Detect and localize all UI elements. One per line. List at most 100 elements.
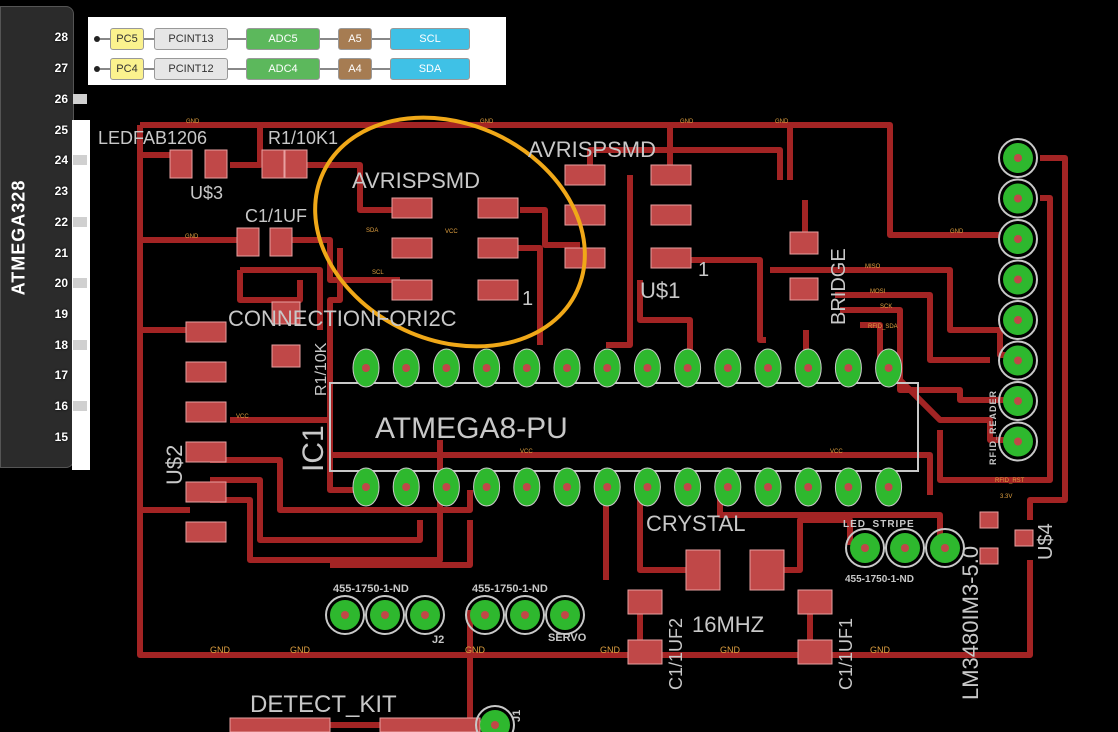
smd-pad: [391, 237, 433, 259]
label-u3: U$3: [190, 183, 223, 203]
through-hole-pad: [475, 705, 515, 732]
label-c1-1uf: C1/1UF: [245, 206, 307, 226]
through-hole-pad: [633, 467, 661, 507]
label-connectionfori2c: CONNECTIONFORI2C: [228, 306, 457, 331]
pin-stub: [73, 247, 87, 258]
net-label-rfid-sda: RFID_SDA: [868, 324, 898, 330]
pin-number-16: 16: [54, 399, 68, 413]
through-hole-pad: [998, 300, 1038, 340]
through-hole-pad: [998, 219, 1038, 259]
pin-number-23: 23: [54, 184, 68, 199]
label-ledfab1206: LEDFAB1206: [98, 128, 207, 148]
net-label-gnd: GND: [480, 119, 494, 125]
tag-port: PC4: [110, 58, 144, 80]
smd-pad: [1014, 529, 1034, 547]
smd-pad: [650, 164, 692, 186]
smd-pad: [236, 227, 260, 257]
net-label-scl: SCL: [372, 270, 384, 276]
smd-pad: [477, 237, 519, 259]
net-label-rfid-rst: RFID_RST: [995, 478, 1025, 484]
smd-pad: [789, 277, 819, 301]
label-u4: U$4: [1035, 523, 1057, 560]
label-lm3480: LM3480IM3-5.0: [958, 546, 983, 700]
smd-pad: [650, 247, 692, 269]
net-label-gnd: GND: [720, 645, 741, 655]
through-hole-pad: [473, 348, 501, 388]
pin-stub: [73, 431, 87, 442]
through-hole-pad: [352, 348, 380, 388]
net-label-gnd: GND: [465, 645, 486, 655]
label-rfid-reader: RFID_READER: [988, 390, 998, 465]
pin-stub: [73, 155, 87, 166]
tag-analog: A5: [338, 28, 372, 50]
through-hole-pad: [998, 138, 1038, 178]
through-hole-pad: [365, 595, 405, 635]
smd-pads: [169, 149, 1034, 732]
smd-pad: [229, 717, 331, 732]
through-hole-pad: [553, 348, 581, 388]
through-hole-pad: [754, 348, 782, 388]
pin-strip: [72, 120, 90, 470]
pin-function-table: PC5 PCINT13 ADC5 A5 SCL PC4 PCINT12 ADC4…: [88, 17, 506, 85]
smd-pad: [627, 639, 663, 665]
smd-pad: [204, 149, 228, 179]
pin-number-27: 27: [54, 61, 68, 75]
smd-pad: [477, 197, 519, 219]
pin-number-22: 22: [54, 214, 68, 229]
smd-pad: [789, 231, 819, 255]
label-455-1750-led: 455-1750-1-ND: [845, 574, 914, 585]
through-hole-pad: [794, 467, 822, 507]
net-label-gnd: GND: [186, 119, 200, 125]
tag-adc: ADC5: [246, 28, 320, 50]
net-label-miso: MISO: [865, 264, 881, 270]
pin-stub: [73, 186, 87, 197]
label-bridge: BRIDGE: [828, 248, 850, 325]
pin-stub: [73, 370, 87, 381]
chip-label: ATMEGA328: [8, 179, 29, 296]
pin-number-17: 17: [54, 368, 68, 383]
label-pin1-u1: 1: [698, 259, 709, 281]
through-hole-pad: [593, 348, 621, 388]
pin-number-26: 26: [54, 92, 68, 106]
smd-pad: [269, 227, 293, 257]
tag-i2c: SDA: [390, 58, 470, 80]
label-j2: J2: [432, 634, 444, 646]
through-hole-pad: [834, 348, 862, 388]
label-455-1750-servo: 455-1750-1-ND: [472, 583, 548, 595]
pin-number-25: 25: [54, 122, 68, 137]
tag-i2c: SCL: [390, 28, 470, 50]
net-label-vcc: VCC: [520, 449, 533, 455]
net-labels: GND GND GND GND GND GND GND GND GND GND …: [185, 119, 1025, 655]
through-hole-pad: [593, 467, 621, 507]
net-label-gnd: GND: [775, 119, 789, 125]
pin-number-20: 20: [54, 276, 68, 291]
through-hole-pad: [714, 467, 742, 507]
smd-pad: [185, 481, 227, 503]
pin-stub: [73, 94, 87, 104]
smd-pad: [391, 197, 433, 219]
silkscreen-labels: LEDFAB1206 U$3 R1/10K1 C1/1UF AVRISPSMD …: [98, 128, 1057, 722]
pin-28-functions: PC5 PCINT13 ADC5 A5 SCL: [88, 27, 470, 51]
net-label-vcc: VCC: [445, 229, 458, 235]
through-hole-pad: [513, 348, 541, 388]
label-r1-10k1: R1/10K1: [268, 128, 338, 148]
through-hole-pad: [432, 467, 460, 507]
smd-pad: [185, 521, 227, 543]
tag-pcint: PCINT12: [154, 58, 228, 80]
through-hole-pad: [834, 467, 862, 507]
label-led-stripe: LED_STRIPE: [843, 519, 915, 530]
tag-port: PC5: [110, 28, 144, 50]
tag-adc: ADC4: [246, 58, 320, 80]
net-label-gnd: GND: [680, 119, 694, 125]
through-hole-pad: [352, 467, 380, 507]
through-hole-pad: [473, 467, 501, 507]
pin-dot: [94, 36, 100, 42]
pin-dot: [94, 66, 100, 72]
pin-number-24: 24: [54, 153, 68, 168]
smd-pad: [185, 441, 227, 463]
smd-pad: [749, 549, 785, 591]
net-label-vcc: VCC: [830, 449, 843, 455]
label-ic1: IC1: [297, 425, 330, 472]
pin-stub: [73, 339, 87, 350]
